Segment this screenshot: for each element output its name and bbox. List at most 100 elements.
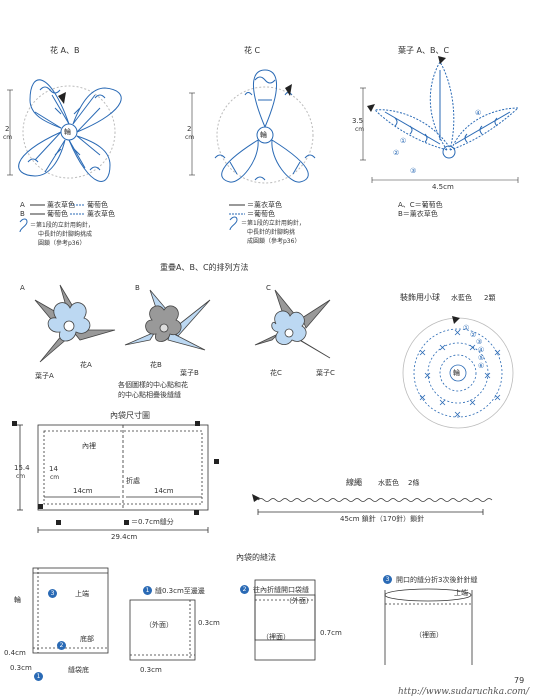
sewing-title: 內袋的縫法	[236, 553, 276, 562]
sewing-left-side: 輪	[14, 596, 21, 604]
sewing-step3-text: 開口的縫分折3次後針針縫	[396, 576, 478, 584]
ball-count: 2顆	[484, 294, 496, 302]
leaf-unit: cm	[355, 126, 365, 133]
leaf-legend-1: A、C＝葡萄色	[398, 201, 443, 209]
legend-b-s2: 薰衣草色	[87, 210, 115, 218]
legend-a-s1: 薰衣草色	[47, 201, 75, 209]
arrangement-c	[254, 289, 331, 359]
legend-key-b: B	[20, 210, 25, 218]
flower-c-note-3: 成圓鎖（參考p36）	[247, 238, 301, 245]
arrangement-a-flower: 花A	[80, 361, 92, 369]
pouch-inside: 內裡	[82, 442, 96, 450]
legend-key-a: A	[20, 201, 25, 209]
pouch-height-unit: cm	[16, 473, 26, 480]
leaf-height: 3.5	[352, 117, 364, 125]
sewing-step2-text: 往內折縫開口袋縫	[253, 586, 309, 594]
sewing-left-bottom: 底部	[80, 635, 94, 643]
sewing-step2-dim: 0.7cm	[320, 629, 342, 637]
cord-color: 水藍色	[378, 479, 399, 487]
sewing-step3-top: 上端	[454, 589, 468, 597]
flower-ab-center: 輪	[64, 128, 71, 136]
pouch-width-left: 14cm	[73, 487, 93, 495]
legend-b-s1: 葡萄色	[47, 210, 68, 218]
leaf-step-3: ③	[410, 167, 417, 175]
pouch-title: 內袋尺寸圖	[110, 411, 150, 420]
start-marker-ab	[58, 92, 66, 104]
sewing-step3	[384, 588, 473, 665]
ball-round-1: ①	[463, 324, 470, 332]
sewing-step1-out: （外面）	[145, 621, 173, 629]
sewing-step1	[129, 599, 196, 661]
flower-c-note-1: ＝第1段的立針用鉤針，	[241, 220, 305, 227]
sewing-step3-num: 3	[383, 575, 392, 584]
arrangement-label-c: C	[266, 284, 271, 292]
sewing-step2-out: （外面）	[285, 597, 313, 605]
sewing-left-step-2: 2	[57, 641, 66, 650]
sewing-step3-in: （裡面）	[415, 631, 443, 639]
leaf-legend-2: B＝薰衣草色	[398, 210, 438, 218]
flower-c-unit: cm	[185, 134, 195, 141]
leaf-width: 4.5cm	[432, 183, 454, 191]
cord-dimension: 45cm 鎖針（170針）鎖針	[340, 515, 425, 523]
sewing-step1-dim-b: 0.3cm	[140, 666, 162, 674]
legend-a-s2: 葡萄色	[87, 201, 108, 209]
ball-title: 裝飾用小球	[400, 293, 440, 302]
flower-c-note-2: 中長針的針腳鉤挑	[247, 229, 296, 236]
ball-round-5: ⑤	[478, 354, 485, 362]
leaf-step-1: ①	[400, 137, 407, 145]
arrangement-note-1: 各個圖樣的中心點和花	[118, 381, 188, 389]
flower-ab-unit: cm	[3, 134, 13, 141]
pouch-fold: 折處	[126, 477, 140, 485]
arrangement-b-leaf: 葉子B	[180, 369, 199, 377]
arrangement-b	[124, 289, 211, 351]
sewing-left-dim-04: 0.4cm	[4, 649, 26, 657]
flower-c-height: 2	[187, 125, 192, 133]
sewing-left	[32, 567, 109, 654]
cord-diagram	[257, 498, 493, 515]
ball-round-3: ③	[476, 338, 483, 346]
sewing-left-step-3: 3	[48, 589, 57, 598]
sewing-left-bottom2: 縫袋底	[68, 666, 89, 674]
pouch-size-diagram	[17, 424, 209, 533]
pouch-total-width: 29.4cm	[111, 533, 138, 541]
arrangement-b-flower: 花B	[150, 361, 162, 369]
page-number: 79	[514, 676, 525, 685]
sewing-step2	[254, 579, 316, 661]
sewing-left-dim-03: 0.3cm	[10, 664, 32, 672]
pouch-inner-unit: cm	[50, 474, 60, 481]
sewing-step1-dim-r: 0.3cm	[198, 619, 220, 627]
leaf-chart	[373, 61, 520, 159]
watermark: http://www.sudaruchka.com/	[398, 687, 529, 697]
cord-count: 2條	[408, 479, 420, 487]
sewing-left-step-1: 1	[34, 672, 43, 681]
sewing-step2-num: 2	[240, 585, 249, 594]
pouch-width-right: 14cm	[154, 487, 174, 495]
ball-round-2: ②	[470, 331, 477, 339]
flower-ab-note-3: 圓鎖（參考p36）	[38, 240, 86, 247]
flower-ab-note-1: ＝第1段的立針用鉤針，	[30, 222, 94, 229]
cord-title: 線繩	[346, 478, 362, 487]
arrangement-label-a: A	[20, 284, 25, 292]
flower-c-legend-2: ＝葡萄色	[247, 210, 275, 218]
flower-ab-height: 2	[5, 125, 10, 133]
arrangement-c-leaf: 葉子C	[316, 369, 335, 377]
flower-ab-chart	[18, 79, 122, 182]
sewing-step2-in: （裡面）	[262, 633, 290, 641]
ball-round-4: ④	[478, 346, 485, 354]
arrangement-a	[34, 284, 116, 363]
flower-ab-note-2: 中長針的針腳鉤挑成	[38, 231, 93, 238]
flower-c-legend-1: ＝薰衣草色	[247, 201, 282, 209]
arrangement-a-leaf: 葉子A	[35, 372, 54, 380]
pouch-seam: ＝0.7cm縫分	[131, 518, 174, 526]
sewing-step1-num: 1	[143, 586, 152, 595]
ball-center: 輪	[453, 369, 460, 377]
leaf-step-2: ②	[393, 149, 400, 157]
arrangement-note-2: 的中心點相疊後縫縫	[118, 391, 181, 399]
pouch-height: 15.4	[14, 464, 30, 472]
arrangement-title: 重疊A、B、C的排列方法	[160, 263, 249, 272]
arrangement-label-b: B	[135, 284, 140, 292]
arrangement-c-flower: 花C	[270, 369, 282, 377]
leaf-title: 葉子 A、B、C	[398, 46, 450, 55]
flower-c-center: 輪	[260, 131, 267, 139]
